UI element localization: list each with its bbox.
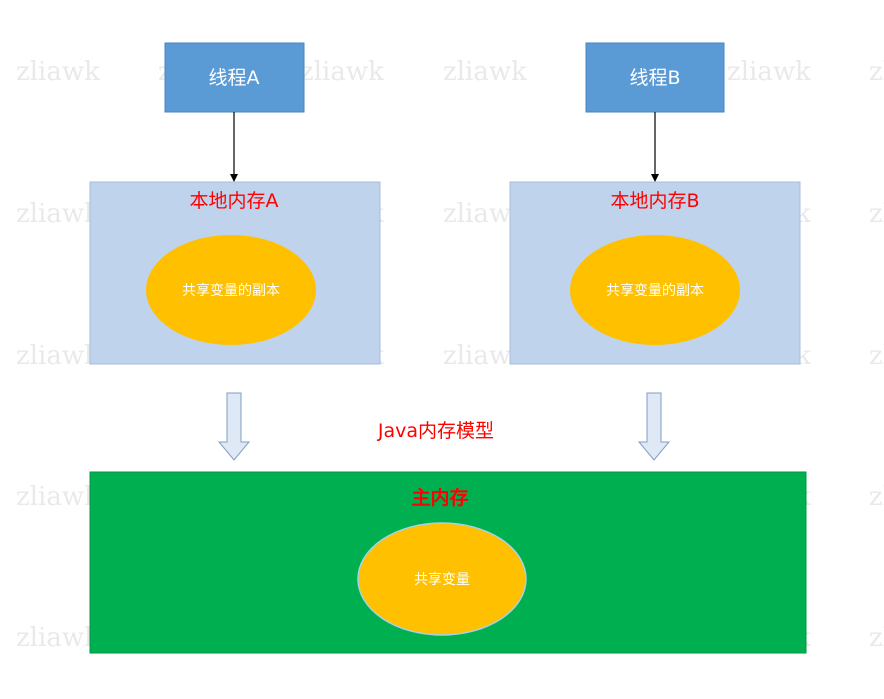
watermark-text: zliawk	[869, 199, 884, 229]
watermark-text: zliawk	[16, 57, 100, 87]
shared-variable-ellipse	[357, 522, 527, 636]
watermark-text: zliawk	[869, 482, 884, 512]
local-memory-a-label: 本地内存A	[190, 190, 279, 212]
local-memory-b-copy-ellipse	[570, 235, 740, 345]
watermark-text: zliawk	[443, 57, 527, 87]
local-a-to-main-arrow	[217, 392, 251, 461]
local-b-to-main-arrow	[637, 392, 671, 461]
local-memory-a-copy-label: 共享变量的副本	[182, 282, 280, 299]
watermark-text: zliawk	[727, 57, 811, 87]
watermark-text: zliawk	[16, 482, 100, 512]
watermark-text: zliawk	[869, 341, 884, 371]
java-memory-model-label: Java内存模型	[377, 420, 494, 442]
local-memory-a-copy-ellipse	[146, 235, 316, 345]
thread-b-box	[585, 42, 725, 113]
thread-a-label: 线程A	[209, 67, 260, 89]
watermark-text: zliawk	[869, 57, 884, 87]
watermark-text: zliawk	[300, 57, 384, 87]
watermark-text: zliawk	[16, 199, 100, 229]
watermark-text: zliawk	[16, 623, 100, 653]
shared-variable-label: 共享变量	[414, 571, 470, 588]
local-memory-b-label: 本地内存B	[610, 190, 699, 212]
watermark-text: zliawk	[869, 623, 884, 653]
main-memory-label: 主内存	[411, 486, 468, 509]
thread-a-box	[164, 42, 305, 113]
local-memory-b-copy-label: 共享变量的副本	[606, 282, 704, 299]
watermark-text: zliawk	[16, 341, 100, 371]
thread-b-label: 线程B	[629, 67, 680, 89]
